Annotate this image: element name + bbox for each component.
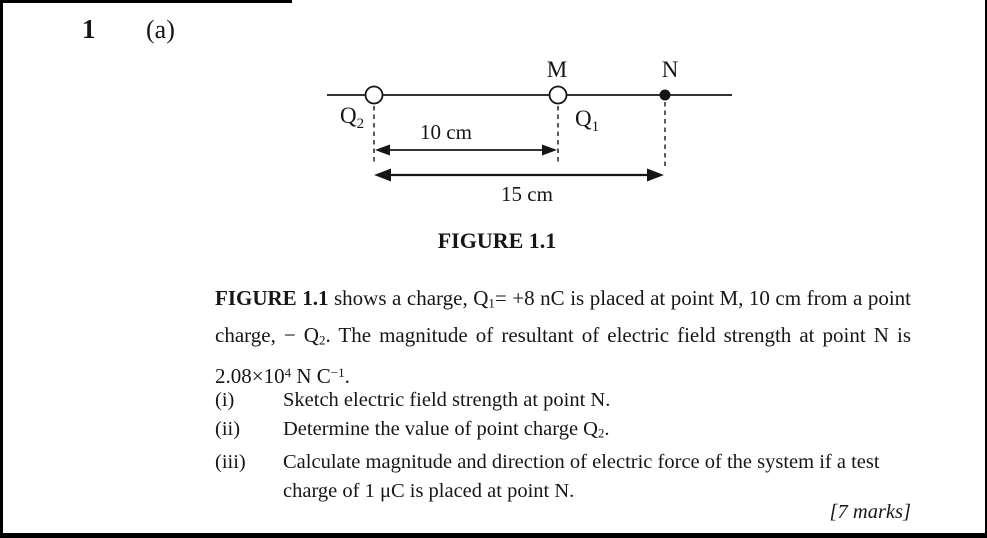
exponent: 4 [284,364,292,380]
marks-label: [7 marks] [829,501,911,523]
page-border-top [0,0,292,3]
paragraph-segment: . [344,363,350,388]
paragraph-segment: N C [291,363,331,388]
negative-exponent: −1 [330,364,345,380]
arrow-15cm-right-head [647,168,664,182]
sub-question-list: (i) Sketch electric field strength at po… [215,386,915,506]
item-text-main: Determine the value of point charge Q [283,418,598,440]
q2-subscript: 2 [597,426,605,441]
charge-q2-circle [364,85,384,105]
question-number: 1 [82,14,96,44]
item-marker: (iii) [215,451,246,474]
q2-subscript: 2 [318,332,326,348]
list-item-i: (i) Sketch electric field strength at po… [215,386,915,415]
label-m: M [547,57,567,82]
item-marker: (i) [215,389,235,411]
item-text: Calculate magnitude and direction of ele… [283,451,880,503]
item-text: Determine the value of point charge Q2. [283,415,915,448]
paragraph-segment: shows a charge, Q [328,286,489,310]
arrow-10cm-left-head [375,144,390,156]
paragraph-segment: . The magnitude of resultant of electric… [215,323,911,388]
item-text-end: . [604,418,610,440]
label-distance-10cm: 10 cm [420,120,472,144]
label-distance-15cm: 15 cm [501,182,553,206]
arrow-15cm-left-head [374,168,391,182]
item-text: Sketch electric field strength at point … [283,389,611,411]
figure-caption: FIGURE 1.1 [437,228,557,253]
list-item-ii: (ii) Determine the value of point charge… [215,415,915,448]
arrow-10cm-right-head [542,144,557,156]
charge-q1-circle [548,85,568,105]
label-q1: Q1 [575,106,599,135]
paragraph-bold-lead: FIGURE 1.1 [215,286,329,310]
figure-description-paragraph: FIGURE 1.1 shows a charge, Q1= +8 nC is … [215,282,911,392]
label-q2: Q2 [340,103,364,132]
question-part-label: (a) [146,15,175,44]
point-n-dot [659,89,671,101]
list-item-iii: (iii) Calculate magnitude and direction … [215,448,915,506]
paragraph-segment: = +8 nC is placed at point M, 10 cm from… [215,286,911,348]
label-n: N [662,57,679,82]
q1-subscript: 1 [488,295,495,311]
item-marker: (ii) [215,418,241,440]
